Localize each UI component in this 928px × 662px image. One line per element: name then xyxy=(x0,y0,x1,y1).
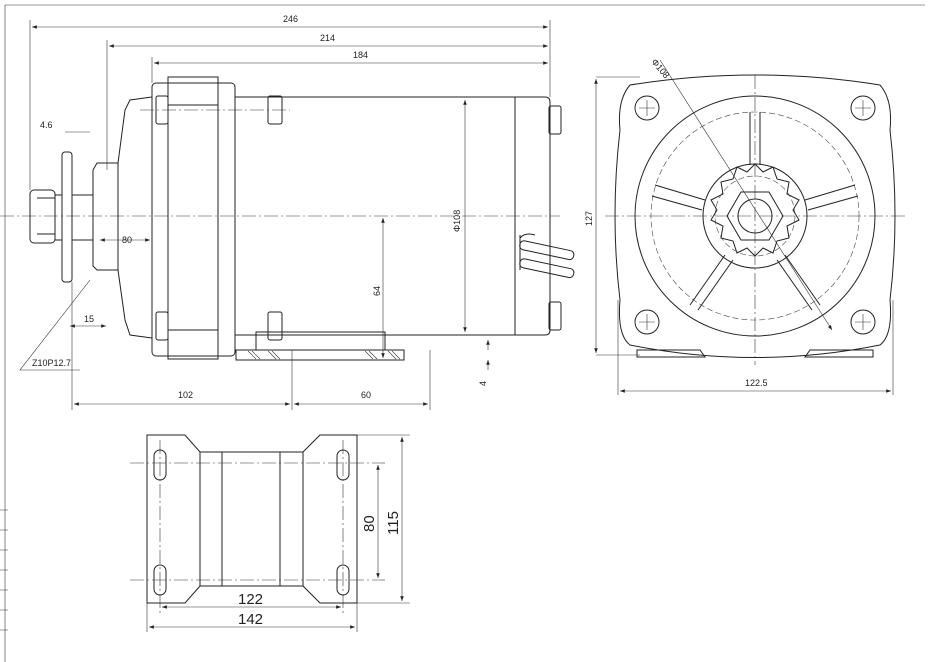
frame-ticks xyxy=(0,509,8,631)
output-shaft xyxy=(71,194,94,241)
base-plate-outline xyxy=(146,434,358,604)
gear-cover xyxy=(92,162,119,271)
dim-4-6: 4.6 xyxy=(40,120,53,130)
dim-64: 64 xyxy=(372,286,382,296)
bolt-heads xyxy=(155,95,562,341)
dim-60: 60 xyxy=(361,390,371,400)
dim-102: 102 xyxy=(178,390,193,400)
gearbox-ring xyxy=(167,76,219,360)
slot-holes xyxy=(153,449,350,596)
dim-184: 184 xyxy=(353,50,368,60)
front-dim-127: 127 xyxy=(584,211,594,226)
base-dim-122: 122 xyxy=(238,591,263,608)
spokes xyxy=(651,112,859,311)
front-view: Φ108 127 122.5 xyxy=(584,57,905,395)
sprocket-spec: Z10P12.7 xyxy=(32,358,71,368)
dim-4: 4 xyxy=(478,381,488,386)
dim-246: 246 xyxy=(283,14,298,24)
motor-body xyxy=(234,96,551,336)
side-dimensions: 246 214 184 4.6 80 Φ108 64 15 Z10P12.7 1… xyxy=(19,14,551,410)
base-view: 80 115 122 142 xyxy=(130,434,410,632)
dim-body-diameter: Φ108 xyxy=(452,210,462,232)
front-dim-diameter: Φ108 xyxy=(649,57,671,80)
front-flange xyxy=(614,74,896,358)
base-plate xyxy=(235,349,405,361)
base-dim-80: 80 xyxy=(361,515,378,532)
drawing-frame xyxy=(4,4,925,662)
sprocket xyxy=(61,151,73,283)
dim-80: 80 xyxy=(122,235,132,245)
dim-214: 214 xyxy=(320,33,335,43)
base-dim-115: 115 xyxy=(385,511,402,535)
front-feet xyxy=(636,349,874,358)
dim-15: 15 xyxy=(84,314,94,324)
front-dim-122-5: 122.5 xyxy=(745,378,768,388)
power-wires xyxy=(519,233,575,279)
base-dim-142: 142 xyxy=(238,611,263,628)
side-view: 246 214 184 4.6 80 Φ108 64 15 Z10P12.7 1… xyxy=(0,14,575,410)
front-bolts xyxy=(634,95,876,335)
